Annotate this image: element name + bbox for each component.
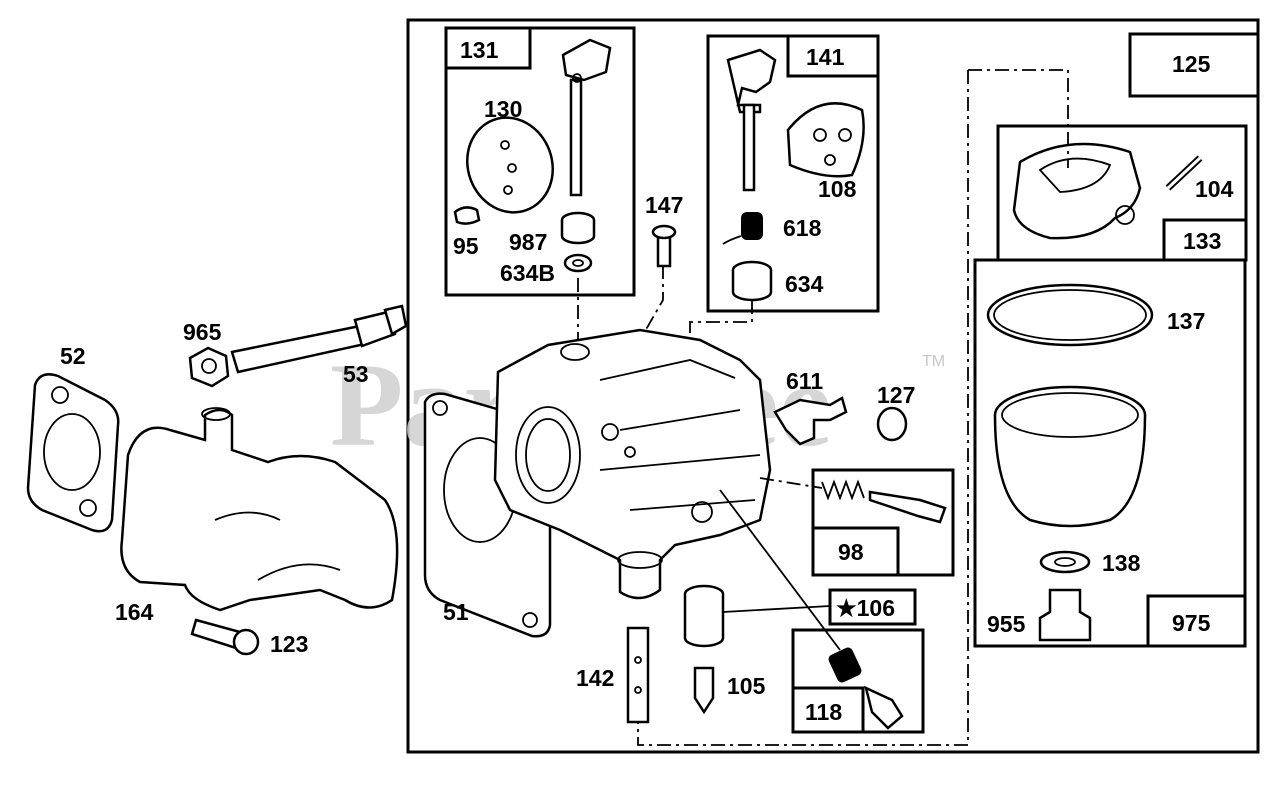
spring-618-part [741, 212, 763, 240]
throttle-shaft-part [569, 78, 583, 197]
choke-plate-108-part [786, 102, 865, 178]
bushing-634-part [731, 270, 773, 302]
callout-142[interactable]: 142 [576, 665, 614, 691]
callout-104[interactable]: 104 [1195, 176, 1234, 202]
nut-965-part [188, 346, 230, 388]
callout-138[interactable]: 138 [1102, 550, 1141, 576]
gasket-52-part [26, 373, 120, 533]
callout-box-975 [1146, 594, 1247, 648]
main-frame [406, 18, 1260, 754]
callout-box-98 [811, 526, 900, 577]
callout-965[interactable]: 965 [183, 319, 222, 345]
callout-box-125 [1128, 32, 1260, 98]
callout-95[interactable]: 95 [453, 233, 479, 259]
callout-634[interactable]: 634 [785, 271, 824, 297]
callout-133[interactable]: 133 [1183, 228, 1221, 254]
box-975-frame [973, 258, 1247, 648]
callout-51[interactable]: 51 [443, 599, 469, 625]
callout-141[interactable]: 141 [806, 44, 845, 70]
callout-118[interactable]: 118 [805, 699, 842, 725]
washer-138-part [1039, 550, 1091, 574]
callout-975[interactable]: 975 [1172, 610, 1211, 636]
callout-127[interactable]: 127 [877, 382, 915, 408]
float-bowl-part [993, 414, 1147, 528]
needle-98-part [868, 490, 947, 524]
callout-125[interactable]: 125 [1172, 51, 1211, 77]
callout-130[interactable]: 130 [484, 96, 522, 122]
callout-611[interactable]: 611 [786, 368, 823, 394]
callout-box-118 [791, 686, 865, 734]
screw-123-part [190, 618, 242, 650]
bushing-987-part [560, 220, 596, 245]
inlet-needle-105-part [693, 666, 715, 715]
gasket-137-part [986, 283, 1154, 347]
callout-634b[interactable]: 634B [500, 260, 555, 286]
emulsion-tube-142-part [626, 626, 650, 724]
callout-147[interactable]: 147 [645, 192, 683, 218]
callout-131[interactable]: 131 [460, 37, 499, 63]
callout-618[interactable]: 618 [783, 215, 822, 241]
callout-52[interactable]: 52 [60, 343, 86, 369]
callout-105[interactable]: 105 [727, 673, 766, 699]
box-131-frame [444, 26, 636, 297]
callout-108[interactable]: 108 [818, 176, 857, 202]
callout-box-131 [444, 26, 532, 70]
elbow-611-part [773, 396, 848, 446]
choke-lever-part [726, 48, 777, 114]
intake-manifold-164-part [120, 408, 399, 612]
callout-164[interactable]: 164 [115, 599, 154, 625]
callout-106[interactable]: ★106 [836, 595, 895, 621]
callout-955[interactable]: 955 [987, 611, 1026, 637]
seal-634b-part [563, 253, 593, 273]
screw-95-part [453, 206, 481, 225]
callout-box-141 [786, 34, 880, 78]
screw-118-part [864, 685, 904, 730]
drain-screw-955-part [1038, 588, 1092, 642]
watermark-trademark: TM [922, 353, 945, 370]
seat-106-part [683, 594, 725, 648]
callout-98[interactable]: 98 [838, 539, 864, 565]
spring-98-part [821, 479, 865, 501]
spring-118-part [828, 647, 862, 683]
callout-137[interactable]: 137 [1167, 308, 1205, 334]
plug-127-part [876, 406, 908, 442]
callout-53[interactable]: 53 [343, 361, 369, 387]
callout-123[interactable]: 123 [270, 631, 308, 657]
callout-box-106 [828, 588, 917, 626]
assembly-line-1 [968, 69, 1069, 168]
callout-987[interactable]: 987 [509, 229, 547, 255]
carburetor-body-part [493, 328, 772, 600]
